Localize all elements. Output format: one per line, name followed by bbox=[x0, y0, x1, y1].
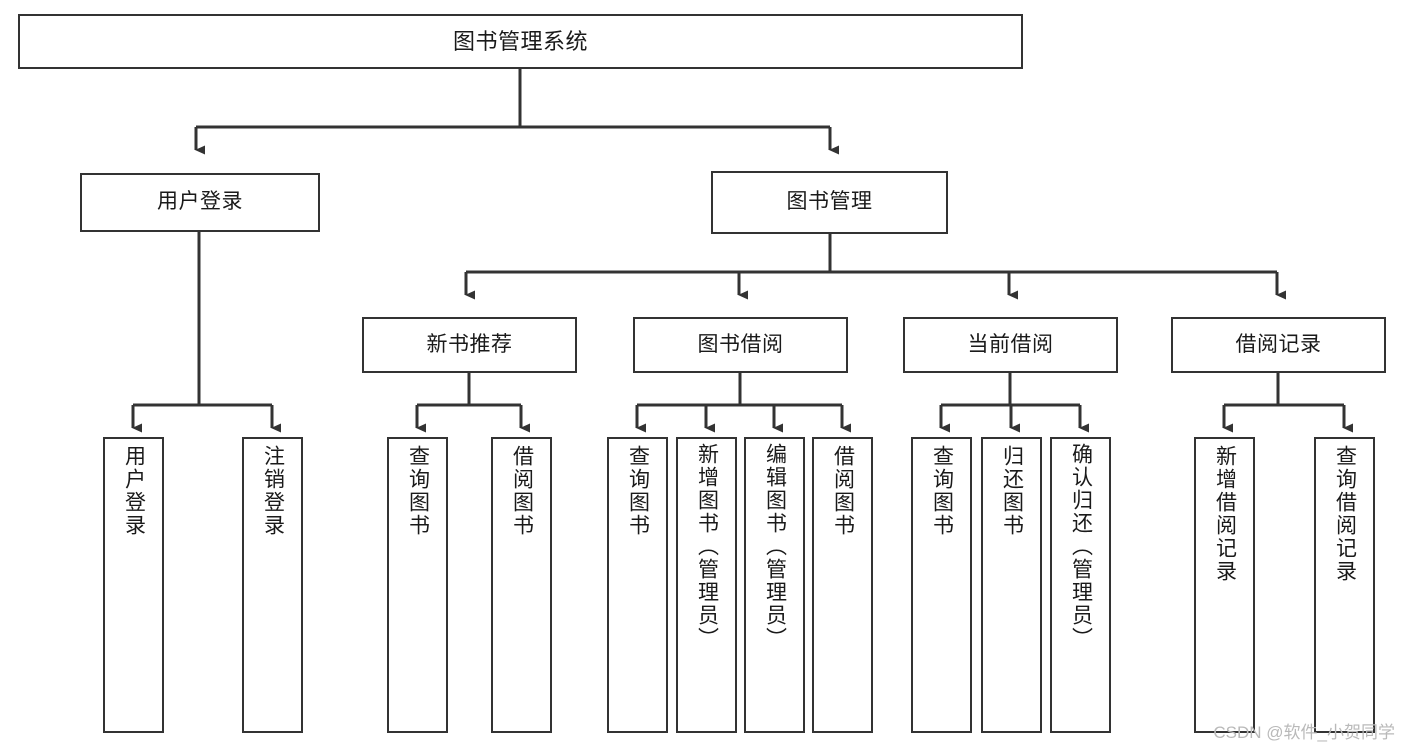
node-label: 用户登录 bbox=[157, 190, 243, 214]
node-label: 图书借阅 bbox=[697, 332, 784, 356]
node-label: 查询图书 bbox=[930, 445, 954, 537]
node-current-borrow[interactable]: 当前借阅 bbox=[903, 317, 1118, 373]
node-leaf-add-book-admin[interactable]: 新增图书（管理员） bbox=[676, 437, 737, 733]
node-label: 借阅图书 bbox=[831, 445, 855, 537]
node-label: 归还图书 bbox=[1000, 445, 1024, 537]
watermark-text: CSDN @软件_小贺同学 bbox=[1213, 723, 1395, 742]
node-leaf-logout-login[interactable]: 注销登录 bbox=[242, 437, 303, 733]
node-label: 查询借阅记录 bbox=[1333, 445, 1357, 583]
node-label: 查询图书 bbox=[406, 445, 430, 537]
node-leaf-borrow-book-2[interactable]: 借阅图书 bbox=[812, 437, 873, 733]
node-label: 新增借阅记录 bbox=[1213, 445, 1237, 583]
node-book-borrow[interactable]: 图书借阅 bbox=[633, 317, 848, 373]
node-leaf-edit-book-admin[interactable]: 编辑图书（管理员） bbox=[744, 437, 805, 733]
node-leaf-query-book-2[interactable]: 查询图书 bbox=[607, 437, 668, 733]
node-label: 图书管理 bbox=[786, 190, 873, 214]
node-leaf-borrow-book-1[interactable]: 借阅图书 bbox=[491, 437, 552, 733]
node-leaf-query-book-1[interactable]: 查询图书 bbox=[387, 437, 448, 733]
node-label: 当前借阅 bbox=[967, 332, 1054, 356]
node-leaf-confirm-return-admin[interactable]: 确认归还（管理员） bbox=[1050, 437, 1111, 733]
node-label: 借阅记录 bbox=[1235, 332, 1322, 356]
node-label: 用户登录 bbox=[122, 445, 146, 537]
node-user-login[interactable]: 用户登录 bbox=[80, 173, 320, 232]
node-leaf-query-book-3[interactable]: 查询图书 bbox=[911, 437, 972, 733]
node-root-system[interactable]: 图书管理系统 bbox=[18, 14, 1023, 69]
node-borrow-record[interactable]: 借阅记录 bbox=[1171, 317, 1386, 373]
node-new-book-recommend[interactable]: 新书推荐 bbox=[362, 317, 577, 373]
node-label: 确认归还（管理员） bbox=[1069, 443, 1093, 650]
node-label: 图书管理系统 bbox=[452, 28, 588, 54]
node-label: 借阅图书 bbox=[510, 445, 534, 537]
node-label: 查询图书 bbox=[626, 445, 650, 537]
node-label: 注销登录 bbox=[261, 445, 285, 537]
node-label: 新书推荐 bbox=[426, 332, 513, 356]
node-book-manage[interactable]: 图书管理 bbox=[711, 171, 948, 234]
node-label: 编辑图书（管理员） bbox=[763, 443, 787, 650]
node-leaf-user-login[interactable]: 用户登录 bbox=[103, 437, 164, 733]
node-leaf-return-book[interactable]: 归还图书 bbox=[981, 437, 1042, 733]
node-label: 新增图书（管理员） bbox=[695, 443, 719, 650]
node-leaf-add-borrow-record[interactable]: 新增借阅记录 bbox=[1194, 437, 1255, 733]
node-leaf-query-borrow-record[interactable]: 查询借阅记录 bbox=[1314, 437, 1375, 733]
